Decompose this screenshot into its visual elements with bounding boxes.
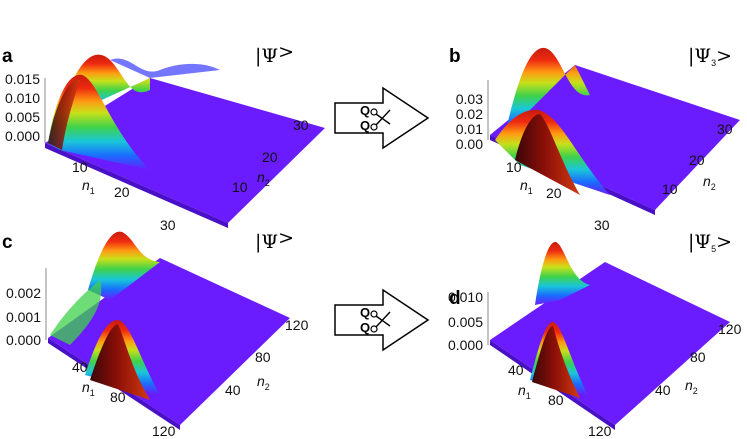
n2-axis-label: n2 <box>703 173 716 192</box>
scissors-icon <box>370 310 391 333</box>
n1-axis-label: n1 <box>82 379 95 398</box>
n2-tick: 20 <box>262 149 278 165</box>
surface-peak-n1-face <box>48 79 80 150</box>
n2-axis-label: n2 <box>257 373 270 392</box>
n1-tick: 30 <box>160 217 176 233</box>
operator-q: Q <box>360 320 370 335</box>
n2-tick: 10 <box>232 179 248 195</box>
z-tick: 0.002 <box>6 285 41 301</box>
n2-tick: 80 <box>255 349 271 365</box>
surface-peak-n1-face <box>515 114 580 195</box>
panel-b: b |Ψ3> 0.03 0.02 0.01 0.00 10 20 30 n1 1… <box>449 45 740 233</box>
operator-q: Q <box>360 305 370 320</box>
n1-tick: 80 <box>110 389 126 405</box>
n1-tick: 120 <box>588 423 612 439</box>
n2-tick: 120 <box>718 321 742 337</box>
z-tick: 0.005 <box>448 314 483 330</box>
surface-peak-n2-tail <box>110 58 220 78</box>
n1-tick: 20 <box>114 184 130 200</box>
n1-tick: 120 <box>152 423 176 439</box>
n2-axis-label: n2 <box>257 169 270 188</box>
n1-axis-label: n1 <box>82 177 95 196</box>
operator-arrow-bottom: Q Q <box>334 288 430 352</box>
n2-axis-label: n2 <box>685 377 698 396</box>
z-tick: 0.000 <box>5 128 40 144</box>
n2-tick: 30 <box>293 117 309 133</box>
z-tick: 0.010 <box>5 90 40 106</box>
svg-text:|Ψ5>: |Ψ5> <box>688 231 732 254</box>
z-tick: 0.000 <box>6 332 41 348</box>
surface-plane <box>490 65 740 210</box>
state-label: |Ψ3> <box>688 45 732 68</box>
operator-q: Q <box>360 118 370 133</box>
svg-text:|Ψ>: |Ψ> <box>255 227 294 253</box>
state-label: |Ψ> <box>255 41 294 67</box>
n2-tick: 30 <box>717 121 733 137</box>
n1-axis-label: n1 <box>518 382 531 401</box>
panel-letter: d <box>449 288 461 309</box>
surface-peak-n1-face <box>532 326 580 398</box>
z-tick: 0.015 <box>5 71 40 87</box>
n1-tick: 10 <box>72 159 88 175</box>
n1-tick: 40 <box>72 359 88 375</box>
svg-text:|Ψ>: |Ψ> <box>255 41 294 67</box>
plane-edge <box>45 143 228 228</box>
z-tick: 0.010 <box>448 289 483 305</box>
z-tick: 0.005 <box>5 109 40 125</box>
surface-plane <box>48 258 290 425</box>
n1-tick: 40 <box>508 362 524 378</box>
surface-peak-n2-ridge <box>50 280 102 345</box>
n1-tick: 80 <box>548 392 564 408</box>
n1-tick: 20 <box>546 185 562 201</box>
panel-c: c |Ψ> 0.002 0.001 0.000 40 80 120 n1 40 … <box>2 227 309 439</box>
panel-letter: a <box>2 46 13 67</box>
n1-axis-label: n1 <box>520 177 533 196</box>
panel-letter: b <box>449 46 461 67</box>
svg-text:|Ψ3>: |Ψ3> <box>688 45 732 68</box>
surface-peak-n2 <box>535 241 590 305</box>
n1-tick: 10 <box>506 159 522 175</box>
n2-tick: 10 <box>662 181 678 197</box>
panel-letter: c <box>2 232 13 253</box>
z-tick: 0.03 <box>456 91 483 107</box>
n2-tick: 20 <box>689 152 705 168</box>
scissors-icon <box>370 108 391 131</box>
z-tick: 0.001 <box>6 309 41 325</box>
operator-arrow-top: Q Q <box>334 86 430 150</box>
surface-peak-n2 <box>88 231 160 300</box>
n2-tick: 40 <box>655 382 671 398</box>
state-label: |Ψ> <box>255 227 294 253</box>
n2-tick: 120 <box>285 317 309 333</box>
state-label: |Ψ5> <box>688 231 732 254</box>
surface-peak-n1-face <box>90 324 150 400</box>
surface-plane <box>45 78 325 223</box>
n2-tick: 40 <box>225 382 241 398</box>
n1-tick: 30 <box>594 217 610 233</box>
panel-a: a |Ψ> 0.015 0.010 0.005 0.000 10 20 30 n… <box>2 41 325 233</box>
z-tick: 0.02 <box>456 106 483 122</box>
operator-q: Q <box>360 103 370 118</box>
z-tick: 0.01 <box>456 121 483 137</box>
panel-d: d |Ψ5> 0.010 0.005 0.000 40 80 120 n1 40… <box>448 231 742 439</box>
z-tick: 0.000 <box>448 337 483 353</box>
n2-tick: 80 <box>690 349 706 365</box>
surface-plane <box>490 262 730 425</box>
z-tick: 0.00 <box>456 136 483 152</box>
